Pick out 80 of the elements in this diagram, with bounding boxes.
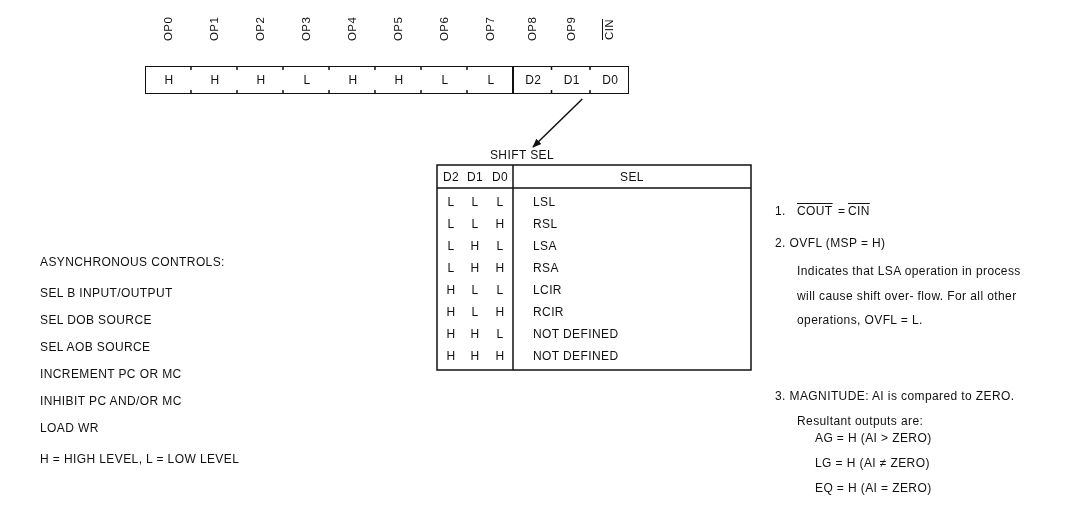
table-cell: LSL: [533, 195, 556, 209]
bit-value: H: [347, 73, 359, 87]
arrow: [532, 98, 584, 148]
table-cell: NOT DEFINED: [533, 349, 619, 363]
table-cell: RSA: [533, 261, 559, 275]
table-cell-text: H: [445, 327, 457, 341]
column-header: D2: [441, 170, 461, 184]
control-name: SEL B INPUT/OUTPUT: [40, 286, 173, 300]
table-cell-text: L: [495, 195, 505, 209]
note-text: =: [838, 204, 846, 218]
table-cell-text: H: [469, 327, 481, 341]
table-cell-text: L: [446, 217, 456, 231]
table-cell-text: L: [446, 239, 456, 253]
bit-name: OP8: [525, 15, 540, 44]
bit-value: H: [393, 73, 405, 87]
table-cell: RCIR: [533, 305, 564, 319]
note-paragraph: Indicates that LSA operation in process will cause shift over- flow. For all other operations, OVFL = L.: [797, 263, 1022, 329]
bit-value: L: [302, 73, 312, 87]
bit-name: OP6: [437, 15, 451, 44]
table-cell-text: H: [469, 349, 481, 363]
bit-name: OP1: [207, 15, 221, 44]
bit-name: OP5: [391, 15, 405, 44]
note-text: 2. OVFL (MSP = H): [775, 236, 886, 250]
table-cell: NOT DEFINED: [533, 327, 619, 341]
bit-name: OP4: [345, 15, 359, 44]
signal-name: CIN: [848, 204, 870, 218]
table-cell-text: H: [494, 305, 506, 319]
table-cell-text: H: [469, 261, 481, 275]
table-cell-text: L: [495, 283, 505, 297]
bit-value: L: [486, 73, 496, 87]
table-cell-text: L: [495, 327, 505, 341]
note-text: H = HIGH LEVEL, L = LOW LEVEL: [40, 452, 240, 466]
bit-name: OP2: [253, 15, 267, 44]
table-cell-text: L: [470, 217, 480, 231]
table-cell: LSA: [533, 239, 557, 253]
note-paragraph: 3. MAGNITUDE: AI is compared to ZERO. Resultant outputs are:: [775, 388, 1016, 430]
control-name: INHIBIT PC AND/OR MC: [40, 394, 182, 408]
signal-name: COUT: [797, 204, 833, 218]
bit-name: OP7: [483, 15, 497, 44]
bit-value: H: [255, 73, 267, 87]
table-cell-text: H: [494, 261, 506, 275]
column-header: D0: [490, 170, 510, 184]
table-cell-text: H: [445, 283, 457, 297]
table-cell-text: H: [445, 349, 457, 363]
table-cell-text: L: [470, 305, 480, 319]
note-text: EQ = H (AI = ZERO): [815, 481, 932, 495]
table-cell-text: L: [495, 239, 505, 253]
bit-name: CIN: [602, 17, 617, 42]
bit-value: H: [209, 73, 221, 87]
table-cell-text: L: [446, 261, 456, 275]
table-cell-text: H: [445, 305, 457, 319]
control-name: SEL DOB SOURCE: [40, 313, 152, 327]
table-cell-text: H: [469, 239, 481, 253]
register-field: [513, 66, 629, 94]
register-field: [145, 66, 513, 94]
table-title: SHIFT SEL: [488, 148, 556, 162]
table-cell-text: L: [470, 195, 480, 209]
bit-name: OP9: [563, 15, 578, 44]
table-cell-text: L: [470, 283, 480, 297]
table-cell-text: H: [494, 349, 506, 363]
bit-value: L: [440, 73, 450, 87]
table-cell-text: L: [446, 195, 456, 209]
control-name: SEL AOB SOURCE: [40, 340, 151, 354]
table-cell: LCIR: [533, 283, 562, 297]
bit-value: D2: [524, 73, 543, 87]
bit-name: OP3: [299, 15, 313, 44]
control-name: INCREMENT PC OR MC: [40, 367, 182, 381]
control-name: LOAD WR: [40, 421, 99, 435]
table-cell-text: H: [494, 217, 506, 231]
note-text: LG = H (AI ≠ ZERO): [815, 456, 930, 470]
bit-value: H: [163, 73, 175, 87]
section-heading: ASYNCHRONOUS CONTROLS:: [40, 255, 225, 269]
bit-value: D1: [562, 73, 581, 87]
note-text: AG = H (AI > ZERO): [815, 431, 932, 445]
bit-value: D0: [601, 73, 620, 87]
table-cell: RSL: [533, 217, 558, 231]
bit-name: OP0: [161, 15, 175, 44]
column-header: D1: [465, 170, 485, 184]
note-number: 1.: [775, 204, 786, 218]
column-header: SEL: [619, 170, 645, 184]
